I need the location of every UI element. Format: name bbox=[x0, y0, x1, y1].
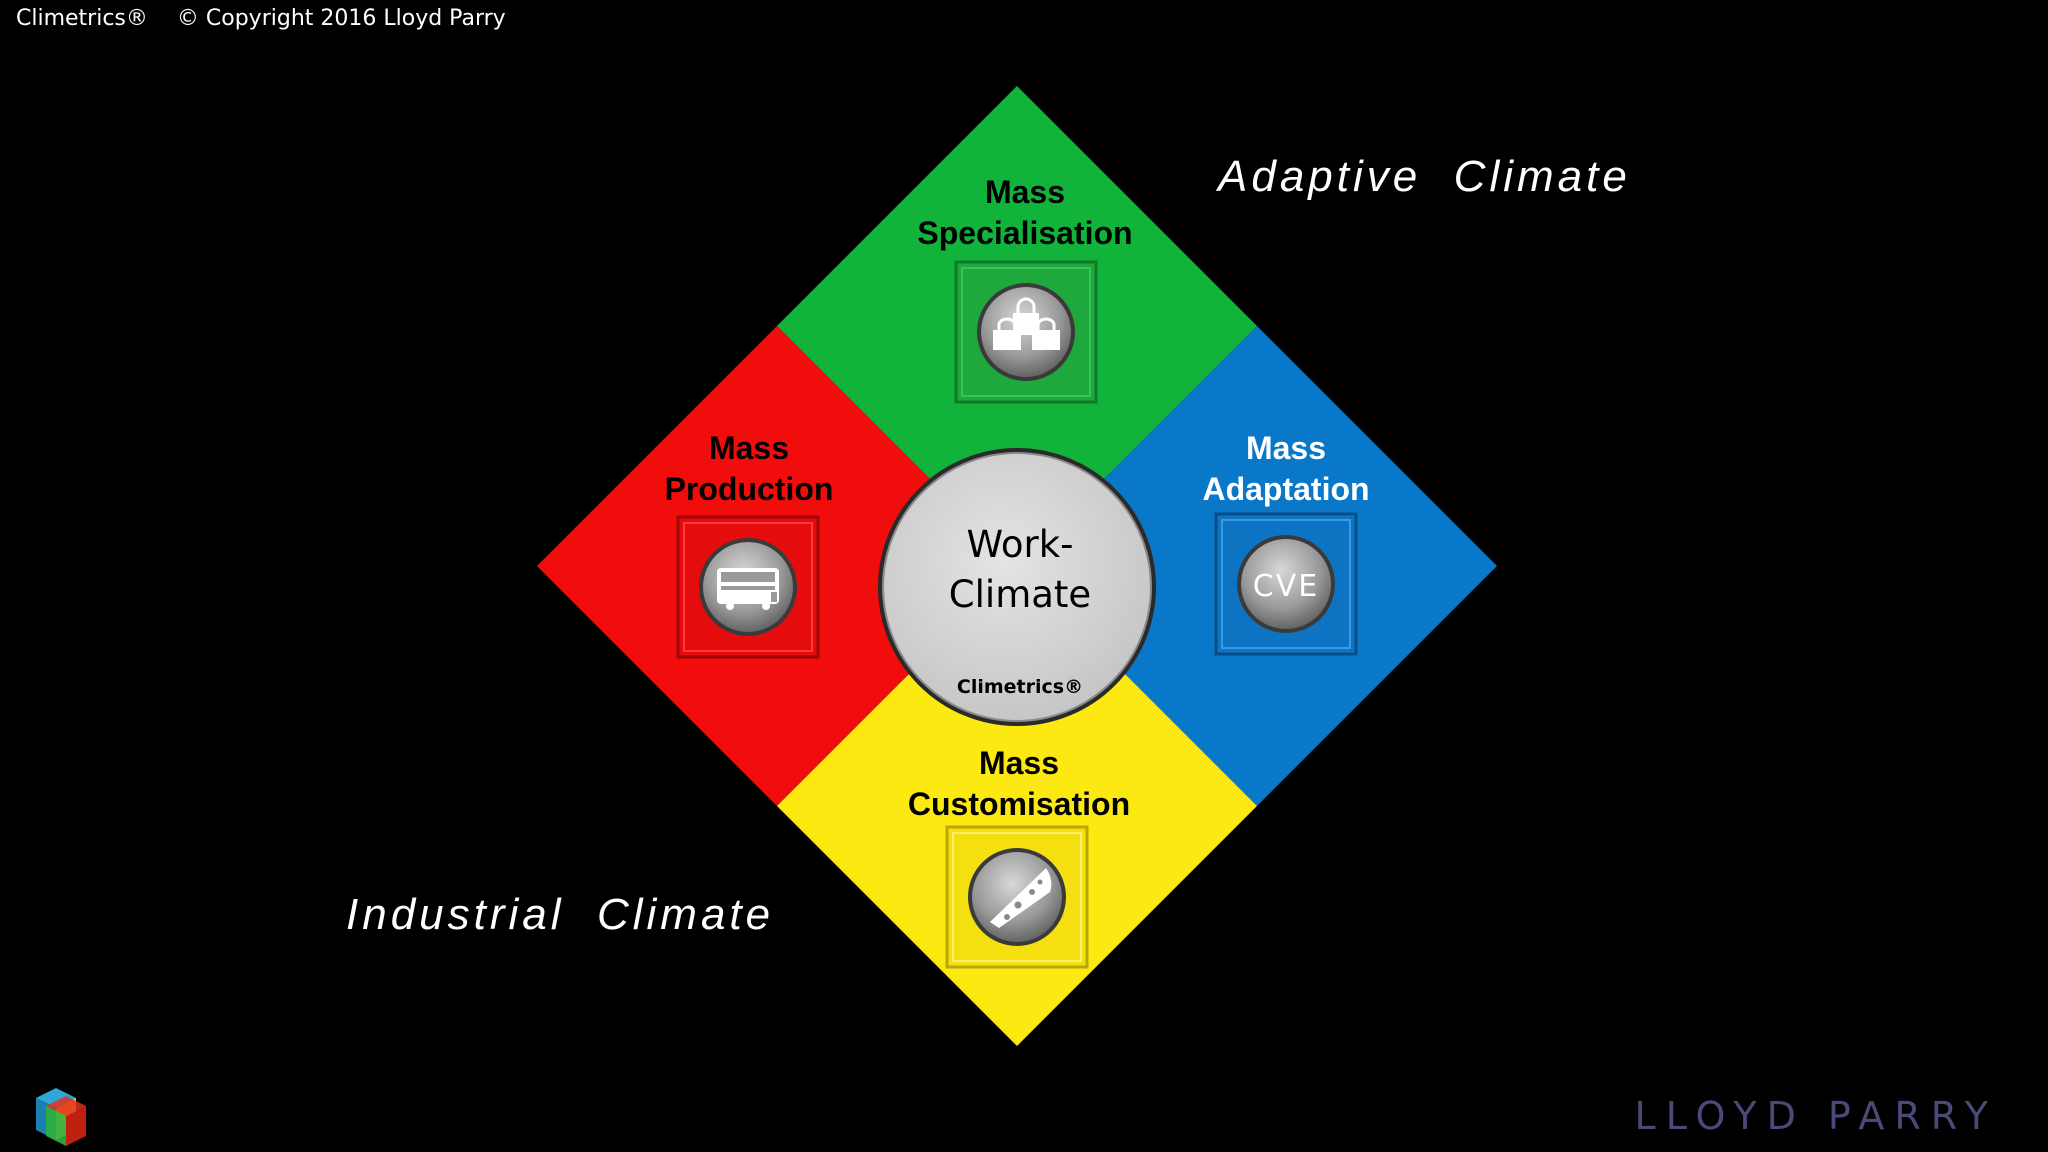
title-left-line2: Production bbox=[664, 471, 834, 507]
center-title-line1: Work- bbox=[966, 523, 1073, 566]
industrial-climate-label: Industrial Climate bbox=[346, 890, 775, 939]
title-bottom-line2: Customisation bbox=[907, 786, 1131, 822]
title-bottom-line1: Mass bbox=[978, 745, 1060, 781]
climetrics-cube-logo bbox=[36, 1088, 86, 1146]
title-left-line1: Mass bbox=[708, 430, 790, 466]
bus-icon bbox=[717, 568, 779, 610]
title-mass-production: Mass Production bbox=[599, 428, 899, 510]
tile-mass-adaptation: CVE bbox=[1214, 512, 1358, 656]
pizza-slice-icon bbox=[990, 868, 1052, 928]
quadrant-mass-customisation bbox=[777, 566, 1257, 1046]
header-copyright: © Copyright 2016 Lloyd Parry bbox=[176, 6, 506, 31]
center-work-climate: Work- Climate Climetrics® bbox=[878, 448, 1156, 726]
title-mass-customisation: Mass Customisation bbox=[869, 743, 1169, 825]
title-right-line1: Mass bbox=[1245, 430, 1327, 466]
shopping-bags-icon bbox=[993, 297, 1060, 350]
adaptive-climate-label: Adaptive Climate bbox=[1218, 152, 1631, 201]
tile-mass-specialisation bbox=[954, 260, 1098, 404]
title-top-line1: Mass bbox=[984, 174, 1066, 210]
center-title-line2: Climate bbox=[949, 573, 1091, 616]
title-mass-adaptation: Mass Adaptation bbox=[1136, 428, 1436, 510]
lloyd-parry-logo: LLOYD PARRY bbox=[1634, 1094, 1998, 1138]
center-brand: Climetrics® bbox=[957, 676, 1083, 698]
header: Climetrics® © Copyright 2016 Lloyd Parry bbox=[16, 6, 506, 31]
title-mass-specialisation: Mass Specialisation bbox=[875, 172, 1175, 254]
title-top-line2: Specialisation bbox=[917, 215, 1133, 251]
cve-icon: CVE bbox=[1253, 569, 1319, 604]
tile-mass-customisation bbox=[945, 825, 1089, 969]
title-right-line2: Adaptation bbox=[1202, 471, 1370, 507]
tile-mass-production bbox=[676, 515, 820, 659]
header-brand: Climetrics® bbox=[16, 6, 148, 31]
